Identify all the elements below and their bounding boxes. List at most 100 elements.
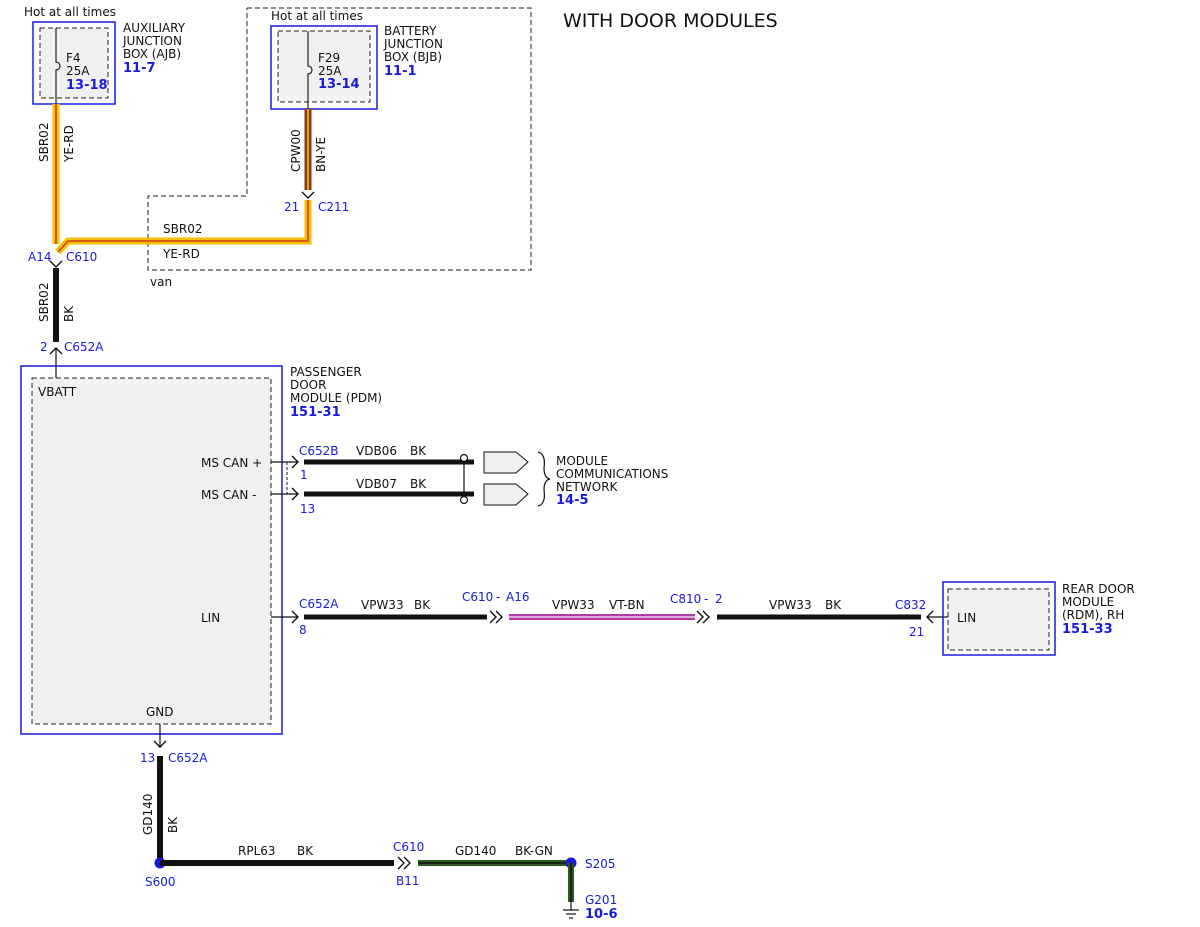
wire-sbr02-bk-label: SBR02	[37, 283, 51, 322]
ajb-inner-box	[39, 27, 109, 99]
wire-sbr02-ajb: SBR02 YE-RD	[37, 104, 76, 244]
battery-junction-box: Hot at all times F29 25A 13-14 BATTERY J…	[270, 9, 443, 110]
c610-a14-pin: A14	[28, 250, 51, 264]
pdm-name-line1: PASSENGER	[290, 365, 362, 379]
rdm-name-line1: REAR DOOR	[1062, 582, 1135, 596]
rdm-ref: 151-33	[1062, 622, 1113, 637]
rdm-name-line2: MODULE	[1062, 595, 1114, 609]
c652a-gnd-label: C652A	[168, 751, 208, 765]
bjb-name-line2: JUNCTION	[383, 37, 443, 51]
c810-dash: -	[704, 592, 708, 606]
s600-label: S600	[145, 875, 176, 889]
c652a-lin-label: C652A	[299, 597, 339, 611]
c652a-pin8: 8	[299, 623, 307, 637]
c652a-gnd-pin: 13	[140, 751, 155, 765]
wire-vdb07-label: VDB07	[356, 477, 397, 491]
pdm-ms-can-plus: MS CAN +	[201, 456, 262, 470]
c610-a14-label: C610	[66, 250, 97, 264]
wire-bk-label-gnd: BK	[166, 816, 180, 833]
c652b-pin13: 13	[300, 502, 315, 516]
wire-cpw00-bjb: CPW00 BN-YE	[289, 109, 328, 190]
pdm-inner-box	[31, 377, 272, 725]
c610-b11-symbol-b	[403, 856, 411, 870]
c832-label: C832	[895, 598, 926, 612]
van-label: van	[150, 275, 172, 289]
bjb-hot-label: Hot at all times	[271, 9, 363, 23]
twisted-pair-top-loop	[459, 453, 469, 463]
rdm-inner-box	[947, 588, 1050, 651]
c610-a16-symbol-a	[489, 610, 497, 624]
diagram-title: WITH DOOR MODULES	[563, 10, 778, 32]
c652a-pin8-symbol	[291, 610, 299, 624]
c211-label: C211	[318, 200, 349, 214]
ajb-fuse-ref: 13-18	[66, 78, 108, 93]
pdm-gnd: GND	[146, 705, 174, 719]
ajb-outer-box	[32, 21, 116, 105]
bjb-fuse-amps: 25A	[318, 64, 342, 78]
network-name-line1: MODULE	[556, 454, 608, 468]
wire-ye-rd-van-label: YE-RD	[162, 247, 200, 261]
c652b-pin1-symbol	[291, 455, 299, 469]
c610-a16-dash: -	[496, 590, 500, 604]
auxiliary-junction-box: Hot at all times F4 25A 13-18 AUXILIARY …	[24, 5, 186, 105]
ajb-name-line1: AUXILIARY	[123, 21, 186, 35]
c610-b11-pin: B11	[396, 874, 420, 888]
s205-label: S205	[585, 857, 616, 871]
pdm-ref: 151-31	[290, 405, 341, 420]
rear-door-module: LIN REAR DOOR MODULE (RDM), RH 151-33	[942, 581, 1135, 656]
bjb-name-line1: BATTERY	[384, 24, 437, 38]
ajb-fuse-name: F4	[66, 51, 81, 65]
pdm-name-line3: MODULE (PDM)	[290, 391, 382, 405]
wire-sbr02-van: SBR02 YE-RD	[55, 200, 312, 261]
wire-vpw33-color-3: BK	[825, 598, 842, 612]
wire-vpw33-label-2: VPW33	[552, 598, 595, 612]
network-arrow-can-minus	[483, 483, 529, 506]
c810-symbol-a	[696, 610, 704, 624]
c211-pin: 21	[284, 200, 299, 214]
bjb-name-line3: BOX (BJB)	[384, 50, 442, 64]
wire-vt-bn-label: VT-BN	[609, 598, 645, 612]
ajb-hot-label: Hot at all times	[24, 5, 116, 19]
c610-a16-label: C610	[462, 590, 493, 604]
ms-can-wiring: C652B 1 13 VDB06 BK VDB07 BK MODULE COMM…	[271, 444, 668, 516]
passenger-door-module: VBATT MS CAN + MS CAN - LIN GND PASSENGE…	[20, 365, 382, 735]
twisted-pair-bottom-loop	[459, 495, 469, 505]
c211-connector-symbol	[301, 191, 315, 199]
pdm-name-line2: DOOR	[290, 378, 326, 392]
g201-ref: 10-6	[585, 907, 618, 922]
wire-gd140-label-1: GD140	[141, 794, 155, 835]
bjb-fuse-symbol	[307, 31, 313, 109]
c652a-gnd-symbol	[153, 740, 167, 748]
c810-pin: 2	[715, 592, 723, 606]
wire-sbr02-van-stripe	[57, 200, 309, 253]
wire-cpw00-label: CPW00	[289, 129, 303, 172]
network-brace	[537, 451, 551, 507]
ajb-name-line3: BOX (AJB)	[123, 47, 181, 61]
pdm-vbatt: VBATT	[38, 385, 77, 399]
wire-vdb06-color: BK	[410, 444, 427, 458]
network-name-line3: NETWORK	[556, 480, 619, 494]
wire-vpw33-color-1: BK	[414, 598, 431, 612]
wire-sbr02-ajb-label: SBR02	[37, 123, 51, 162]
bjb-fuse-name: F29	[318, 51, 340, 65]
bjb-inner-box	[277, 30, 371, 103]
c610-a16-pin: A16	[506, 590, 529, 604]
c810-symbol-b	[702, 610, 710, 624]
c610-b11-symbol-a	[397, 856, 405, 870]
ajb-name-line2: JUNCTION	[122, 34, 182, 48]
c810-label: C810	[670, 592, 701, 606]
van-option-outline	[147, 7, 532, 271]
rdm-lin: LIN	[957, 611, 976, 625]
ajb-fuse-symbol	[55, 28, 61, 104]
g201-label: G201	[585, 893, 617, 907]
wire-sbr02-bk: SBR02 BK	[37, 268, 76, 342]
bjb-ref: 11-1	[384, 64, 417, 79]
ajb-fuse-amps: 25A	[66, 64, 90, 78]
rdm-outer-box	[942, 581, 1056, 656]
network-ref: 14-5	[556, 493, 589, 508]
wire-vdb07-color: BK	[410, 477, 427, 491]
ajb-ref: 11-7	[123, 61, 156, 76]
c652b-pin1: 1	[300, 468, 308, 482]
c652b-label: C652B	[299, 444, 339, 458]
bjb-fuse-ref: 13-14	[318, 77, 360, 92]
